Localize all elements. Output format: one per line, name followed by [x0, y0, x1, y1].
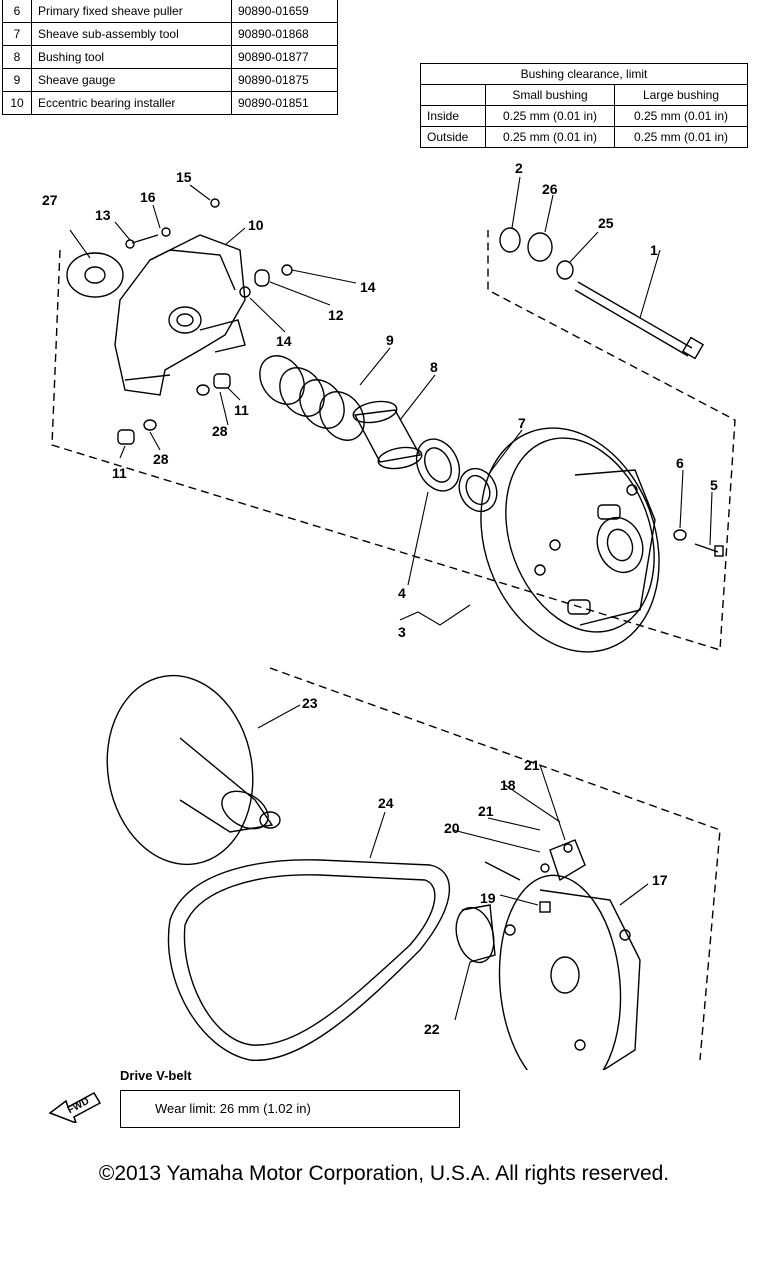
callout-4: 4	[398, 585, 406, 601]
callout-10: 10	[248, 217, 264, 233]
callout-11b: 11	[112, 465, 127, 481]
callout-16: 16	[140, 189, 156, 205]
clearance-table-title: Bushing clearance, limit	[420, 63, 748, 85]
ring-part	[455, 904, 496, 964]
empty-header-cell	[420, 84, 486, 106]
tool-name: Primary fixed sheave puller	[31, 0, 232, 23]
table-row: 10 Eccentric bearing installer 90890-018…	[2, 91, 338, 115]
callout-3: 3	[398, 624, 406, 640]
table-header-row: Bushing clearance, limit	[420, 63, 748, 85]
callout-18: 18	[500, 777, 516, 793]
table-row: 9 Sheave gauge 90890-01875	[2, 68, 338, 92]
callout-19: 19	[480, 890, 496, 906]
tool-name: Bushing tool	[31, 45, 232, 69]
washer-part	[66, 252, 124, 298]
callout-28a: 28	[212, 423, 228, 439]
spider-assembly-part	[114, 234, 246, 396]
tool-code: 90890-01875	[231, 68, 338, 92]
wear-limit-box: Wear limit: 26 mm (1.02 in)	[120, 1090, 460, 1128]
v-belt-part	[167, 859, 451, 1061]
copyright-notice: ©2013 Yamaha Motor Corporation, U.S.A. A…	[98, 1162, 670, 1185]
callout-14a: 14	[360, 279, 376, 295]
movable-sheave-part	[480, 427, 660, 653]
callout-6: 6	[676, 455, 684, 471]
tool-name: Sheave gauge	[31, 68, 232, 92]
callout-25: 25	[598, 215, 614, 231]
tool-code: 90890-01877	[231, 45, 338, 69]
reference-line	[269, 667, 721, 1061]
cap-part	[117, 373, 231, 445]
tool-number: 10	[2, 91, 32, 115]
bushing-part	[415, 438, 461, 492]
exploded-clutch-diagram: 1 2 3 4 5 6 7 8 9 10 11 11 12 13 14 14 1…	[42, 160, 736, 1070]
small-bushing-value: 0.25 mm (0.01 in)	[485, 126, 615, 148]
callout-15: 15	[176, 169, 192, 185]
callout-22: 22	[424, 1021, 440, 1037]
large-bushing-value: 0.25 mm (0.01 in)	[614, 105, 748, 127]
row-label: Inside	[420, 105, 486, 127]
callout-8: 8	[430, 359, 438, 375]
table-row: 6 Primary fixed sheave puller 90890-0165…	[2, 0, 338, 23]
callout-12: 12	[328, 307, 344, 323]
arm-part	[484, 839, 586, 913]
callout-26: 26	[542, 181, 558, 197]
leader-lines	[69, 176, 713, 1021]
tool-number: 8	[2, 45, 32, 69]
callout-14b: 14	[276, 333, 292, 349]
callout-17: 17	[652, 872, 668, 888]
callout-24: 24	[378, 795, 394, 811]
driven-sheave-part	[498, 874, 641, 1070]
callout-11a: 11	[234, 402, 249, 418]
callout-labels: 1 2 3 4 5 6 7 8 9 10 11 11 12 13 14 14 1…	[42, 160, 718, 1037]
tool-code: 90890-01851	[231, 91, 338, 115]
spring-part	[259, 355, 365, 441]
small-bushing-header: Small bushing	[485, 84, 615, 106]
forward-arrow-icon: FWD	[48, 1092, 102, 1123]
tool-number: 7	[2, 22, 32, 46]
callout-2: 2	[515, 160, 523, 176]
collar-part	[352, 400, 423, 470]
callout-20: 20	[444, 820, 460, 836]
small-bushing-value: 0.25 mm (0.01 in)	[485, 105, 615, 127]
table-row: Outside 0.25 mm (0.01 in) 0.25 mm (0.01 …	[420, 126, 748, 148]
bolt-part	[673, 529, 724, 557]
fixed-sheave-part	[106, 674, 281, 866]
tool-code: 90890-01659	[231, 0, 338, 23]
bushing-clearance-table: Bushing clearance, limit Small bushing L…	[420, 63, 748, 148]
callout-28b: 28	[153, 451, 169, 467]
tool-code: 90890-01868	[231, 22, 338, 46]
callout-21b: 21	[478, 803, 494, 819]
table-row: 7 Sheave sub-assembly tool 90890-01868	[2, 22, 338, 46]
callout-13: 13	[95, 207, 111, 223]
bolt-part	[125, 198, 220, 249]
tool-name: Eccentric bearing installer	[31, 91, 232, 115]
callout-21a: 21	[524, 757, 540, 773]
belt-title: Drive V-belt	[120, 1068, 192, 1083]
ring-part	[458, 467, 498, 513]
tool-name: Sheave sub-assembly tool	[31, 22, 232, 46]
row-label: Outside	[420, 126, 486, 148]
long-bolt-part	[499, 227, 705, 360]
tool-number: 6	[2, 0, 32, 23]
large-bushing-header: Large bushing	[614, 84, 748, 106]
roller-part	[239, 264, 293, 298]
table-row: 8 Bushing tool 90890-01877	[2, 45, 338, 69]
table-header-row: Small bushing Large bushing	[420, 84, 748, 106]
table-row: Inside 0.25 mm (0.01 in) 0.25 mm (0.01 i…	[420, 105, 748, 127]
callout-27: 27	[42, 192, 58, 208]
callout-5: 5	[710, 477, 718, 493]
callout-23: 23	[302, 695, 318, 711]
special-tools-table: 6 Primary fixed sheave puller 90890-0165…	[2, 0, 338, 115]
callout-9: 9	[386, 332, 394, 348]
large-bushing-value: 0.25 mm (0.01 in)	[614, 126, 748, 148]
callout-1: 1	[650, 242, 658, 258]
reference-line	[51, 230, 736, 651]
tool-number: 9	[2, 68, 32, 92]
callout-7: 7	[518, 415, 526, 431]
